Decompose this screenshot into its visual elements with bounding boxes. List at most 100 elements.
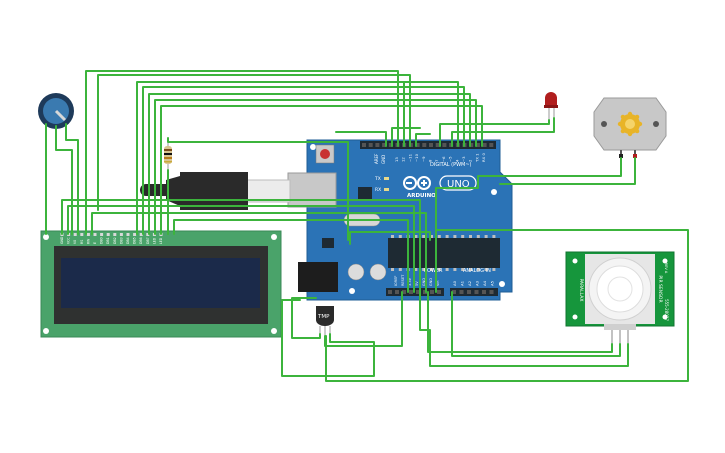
usb-cable[interactable]	[140, 172, 291, 210]
wire[interactable]	[160, 105, 483, 235]
wire[interactable]	[173, 219, 409, 293]
wire[interactable]	[167, 137, 349, 241]
lcd-pin[interactable]	[139, 233, 143, 236]
wire[interactable]	[324, 291, 403, 347]
digital-pin-label: 12	[401, 157, 406, 162]
resistor[interactable]	[164, 138, 172, 170]
dc-motor[interactable]	[593, 97, 667, 158]
lcd-pin[interactable]	[106, 233, 110, 236]
icsp-header	[484, 244, 498, 254]
lcd-pin-label: V0	[73, 240, 77, 244]
power-pin-label: 3.3V	[408, 277, 412, 286]
header-hole[interactable]	[442, 143, 447, 147]
wire[interactable]	[142, 86, 465, 235]
wire[interactable]	[148, 93, 471, 235]
header-hole[interactable]	[382, 143, 387, 147]
wire[interactable]	[451, 291, 621, 357]
analog-header[interactable]	[450, 288, 498, 296]
temperature-sensor[interactable]: TMP	[316, 306, 334, 336]
header-hole[interactable]	[469, 143, 474, 147]
header-hole[interactable]	[489, 143, 494, 147]
wire[interactable]	[61, 199, 421, 293]
usb-connector[interactable]	[287, 172, 337, 208]
wire[interactable]	[55, 125, 73, 235]
bottom-header-holes[interactable]	[388, 290, 494, 294]
header-hole[interactable]	[388, 143, 393, 147]
analog-pin-label: A0	[452, 280, 457, 286]
lcd-pin[interactable]	[73, 233, 77, 236]
wire[interactable]	[391, 127, 421, 147]
wire[interactable]	[325, 229, 689, 382]
lcd-pin-label: DB7	[146, 237, 150, 244]
header-hole[interactable]	[482, 290, 486, 294]
pir-rev-label: REV A	[664, 263, 668, 274]
header-hole[interactable]	[489, 290, 494, 294]
lcd-pin[interactable]	[133, 233, 137, 236]
header-hole[interactable]	[475, 143, 480, 147]
capacitor	[347, 263, 365, 281]
lcd-pin[interactable]	[86, 233, 90, 236]
wires[interactable]	[45, 70, 689, 382]
wire[interactable]	[499, 157, 636, 185]
header-hole[interactable]	[482, 143, 487, 147]
wire[interactable]	[335, 131, 387, 147]
red-led[interactable]	[544, 92, 558, 120]
header-hole[interactable]	[467, 290, 471, 294]
wire[interactable]	[67, 205, 415, 293]
arduino-brand-label: ARDUINO	[407, 193, 436, 199]
digital-pin-label: 13	[394, 157, 399, 162]
wire[interactable]	[281, 299, 375, 377]
wire[interactable]	[419, 291, 629, 367]
header-hole[interactable]	[415, 143, 420, 147]
wire[interactable]	[349, 231, 431, 245]
lcd-pin-label: E	[93, 242, 97, 244]
wire[interactable]	[291, 297, 321, 339]
wire[interactable]	[415, 133, 431, 147]
header-hole[interactable]	[409, 290, 413, 294]
wire[interactable]	[427, 291, 613, 353]
wire[interactable]	[91, 212, 427, 293]
lcd-pin[interactable]	[146, 233, 150, 236]
lcd-pin[interactable]	[119, 233, 123, 236]
wire[interactable]	[97, 74, 411, 211]
knob-indicator	[54, 109, 67, 122]
digital-header[interactable]	[360, 141, 496, 149]
reset-button-cap[interactable]	[320, 149, 330, 159]
header-hole[interactable]	[402, 290, 406, 294]
digital-pin-label: ~5	[448, 156, 453, 162]
wire[interactable]	[439, 119, 550, 147]
wire[interactable]	[451, 117, 555, 147]
header-hole[interactable]	[430, 290, 434, 294]
wire[interactable]	[85, 70, 405, 235]
lcd-pin[interactable]	[93, 233, 97, 236]
wire[interactable]	[136, 81, 459, 235]
lcd-pin[interactable]	[126, 233, 130, 236]
header-hole[interactable]	[437, 290, 441, 294]
lcd-pin[interactable]	[100, 233, 104, 236]
wire[interactable]	[435, 157, 622, 241]
digital-pin-label: TX 1	[474, 153, 479, 163]
header-hole[interactable]	[362, 143, 366, 147]
pir-sensor[interactable]: PARALLAX PIR SENSOR 555-28027 REV A	[565, 251, 675, 344]
header-hole[interactable]	[416, 290, 420, 294]
power-pin-label: GND	[422, 278, 426, 286]
header-hole[interactable]	[395, 290, 399, 294]
lcd-pin[interactable]	[80, 233, 84, 236]
header-hole[interactable]	[435, 143, 440, 147]
header-hole[interactable]	[388, 290, 392, 294]
dc-jack[interactable]	[298, 262, 338, 292]
potentiometer[interactable]	[38, 93, 74, 129]
header-hole[interactable]	[368, 143, 373, 147]
header-hole[interactable]	[429, 143, 433, 147]
header-hole[interactable]	[375, 143, 380, 147]
analog-pin-label: A2	[467, 280, 472, 286]
wire[interactable]	[65, 123, 79, 235]
header-hole[interactable]	[474, 290, 479, 294]
header-hole[interactable]	[422, 143, 427, 147]
lcd-pin[interactable]	[113, 233, 117, 236]
header-hole[interactable]	[452, 290, 456, 294]
header-hole[interactable]	[459, 290, 464, 294]
